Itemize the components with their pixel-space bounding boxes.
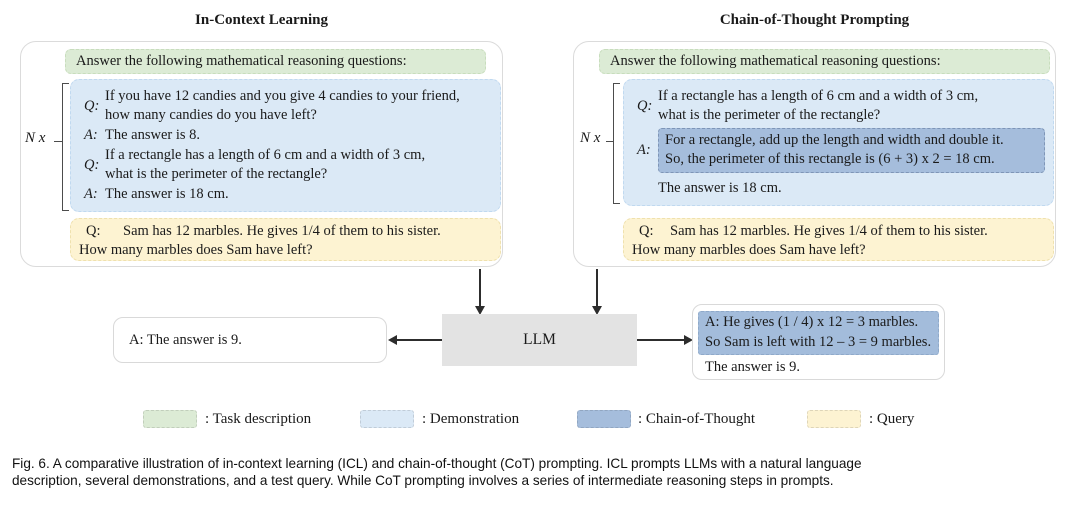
icl-to-llm-arrowhead-icon (475, 306, 485, 315)
icl-panel: Answer the following mathematical reason… (20, 41, 503, 267)
icl-query-line2: How many marbles does Sam have left? (79, 242, 313, 258)
q-label: Q: (84, 97, 100, 114)
icl-output-box: A: The answer is 9. (113, 317, 387, 363)
cot-reasoning-box: For a rectangle, add up the length and w… (658, 128, 1045, 173)
cot-query-box: Q: Sam has 12 marbles. He gives 1/4 of t… (623, 218, 1054, 261)
a-label: A: (84, 186, 98, 202)
legend-swatch-chain-of-thought (577, 410, 631, 428)
legend-label-task-description: : Task description (205, 411, 312, 427)
cot-demonstration-box: Q: If a rectangle has a length of 6 cm a… (623, 79, 1054, 206)
cot-query-line1: Q: Sam has 12 marbles. He gives 1/4 of t… (632, 222, 1053, 241)
llm-to-cot-output-arrow-line (637, 339, 684, 341)
a-label: A: (637, 142, 651, 158)
llm-to-icl-output-arrowhead-icon (388, 335, 397, 345)
icl-output-text: A: The answer is 9. (129, 331, 242, 348)
legend-swatch-demonstration (360, 410, 414, 428)
cot-reasoning-line: So, the perimeter of this rectangle is (… (665, 151, 995, 167)
figure-caption-line1: Fig. 6. A comparative illustration of in… (12, 456, 862, 471)
icl-repeat-bracket (62, 83, 69, 211)
q-label: Q: (84, 156, 100, 173)
q-text-line: what is the perimeter of the rectangle? (658, 107, 881, 123)
query-q-label: Q: (86, 223, 101, 239)
cot-to-llm-arrow-line (596, 269, 598, 307)
figure-caption-line2: description, several demonstrations, and… (12, 472, 834, 488)
legend-label-query: : Query (869, 411, 915, 427)
llm-to-cot-output-arrowhead-icon (684, 335, 693, 345)
cot-repeat-dash (606, 141, 613, 142)
cot-output-line: A: He gives (1 / 4) x 12 = 3 marbles. (705, 314, 919, 330)
icl-demo-row-q2: Q: If a rectangle has a length of 6 cm a… (71, 146, 500, 184)
icl-task-description-box: Answer the following mathematical reason… (65, 49, 486, 74)
cot-demo-answer-line: The answer is 18 cm. (658, 180, 782, 196)
q-text: If a rectangle has a length of 6 cm and … (658, 87, 1053, 125)
cot-query-line2: How many marbles does Sam have left? (632, 242, 866, 258)
cot-to-llm-arrowhead-icon (592, 306, 602, 315)
cot-panel: Answer the following mathematical reason… (573, 41, 1056, 267)
legend-swatch-task-description (143, 410, 197, 428)
icl-demo-row-q1: Q: If you have 12 candies and you give 4… (71, 87, 500, 125)
q-text: If a rectangle has a length of 6 cm and … (105, 146, 500, 184)
cot-repeat-label: N x (580, 130, 601, 146)
legend-label-demonstration: : Demonstration (422, 411, 520, 427)
llm-box: LLM (442, 314, 637, 366)
figure-caption: Fig. 6. A comparative illustration of in… (12, 456, 1072, 489)
cot-task-description-box: Answer the following mathematical reason… (599, 49, 1050, 74)
icl-query-box: Q: Sam has 12 marbles. He gives 1/4 of t… (70, 218, 501, 261)
q-label: Q: (637, 97, 653, 114)
icl-demo-row-a1: A: The answer is 8. (71, 126, 500, 145)
cot-demo-row-q: Q: If a rectangle has a length of 6 cm a… (624, 87, 1053, 125)
cot-reasoning-line: For a rectangle, add up the length and w… (665, 132, 1004, 148)
cot-output-answer: The answer is 9. (705, 359, 801, 375)
legend-swatch-query (807, 410, 861, 428)
q-text: If you have 12 candies and you give 4 ca… (105, 87, 500, 125)
a-text-line: The answer is 8. (105, 127, 201, 143)
icl-panel-title: In-Context Learning (195, 12, 328, 28)
icl-repeat-label: N x (25, 130, 46, 146)
llm-to-icl-output-arrow-line (396, 339, 442, 341)
q-text-line: what is the perimeter of the rectangle? (105, 166, 328, 182)
llm-label: LLM (523, 331, 556, 348)
icl-query-line1: Q: Sam has 12 marbles. He gives 1/4 of t… (79, 222, 500, 241)
cot-panel-title: Chain-of-Thought Prompting (719, 12, 910, 28)
query-text: Sam has 12 marbles. He gives 1/4 of them… (670, 223, 988, 239)
cot-repeat-bracket (613, 83, 620, 204)
cot-demo-row-a: A: For a rectangle, add up the length an… (624, 126, 1053, 175)
query-q-label: Q: (639, 223, 654, 239)
query-text: Sam has 12 marbles. He gives 1/4 of them… (123, 223, 441, 239)
a-text-line: The answer is 18 cm. (105, 186, 229, 202)
cot-output-box: A: He gives (1 / 4) x 12 = 3 marbles. So… (692, 304, 945, 380)
q-text-line: If you have 12 candies and you give 4 ca… (105, 88, 460, 104)
icl-repeat-dash (54, 141, 62, 142)
cot-output-line: So Sam is left with 12 – 3 = 9 marbles. (705, 333, 932, 350)
icl-demo-row-a2: A: The answer is 18 cm. (71, 185, 500, 204)
legend-label-chain-of-thought: : Chain-of-Thought (638, 411, 756, 427)
cot-output-reasoning-box: A: He gives (1 / 4) x 12 = 3 marbles. So… (698, 311, 939, 355)
a-text: The answer is 18 cm. (105, 185, 500, 204)
q-text-line: If a rectangle has a length of 6 cm and … (658, 88, 979, 104)
a-text: The answer is 8. (105, 126, 500, 145)
icl-to-llm-arrow-line (479, 269, 481, 307)
a-label: A: (84, 127, 98, 143)
icl-demonstration-box: Q: If you have 12 candies and you give 4… (70, 79, 501, 212)
q-text-line: how many candies do you have left? (105, 107, 317, 123)
q-text-line: If a rectangle has a length of 6 cm and … (105, 147, 426, 163)
